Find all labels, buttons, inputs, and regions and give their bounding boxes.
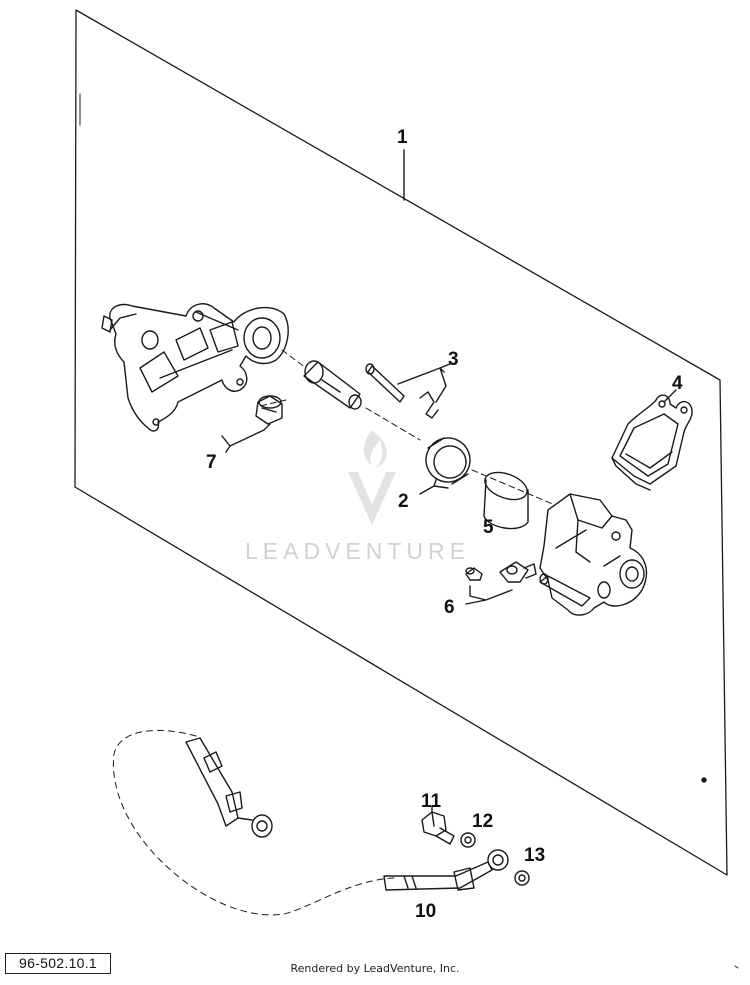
bushing-part-7 bbox=[255, 395, 283, 425]
bleeder-valve-part-6 bbox=[465, 561, 537, 583]
assembly-axis-lines bbox=[259, 349, 556, 506]
leader-7 bbox=[221, 423, 271, 453]
retaining-clip-part-3 bbox=[419, 391, 439, 419]
corner-mark bbox=[734, 965, 739, 969]
sealing-washer-part-12 bbox=[460, 832, 476, 848]
callout-7: 7 bbox=[206, 452, 217, 473]
assembly-frame bbox=[74, 9, 728, 876]
sealing-washer-13-inner bbox=[518, 874, 526, 882]
leader-6 bbox=[465, 585, 513, 605]
caliper-guide-pin bbox=[539, 573, 591, 607]
callout-3: 3 bbox=[448, 349, 459, 370]
render-credit: Rendered by LeadVenture, Inc. bbox=[290, 962, 460, 975]
callout-4: 4 bbox=[672, 373, 683, 394]
pad-pin-part-3 bbox=[365, 363, 405, 403]
caliper-bracket bbox=[101, 303, 289, 432]
callout-12: 12 bbox=[472, 811, 494, 832]
callout-6: 6 bbox=[444, 597, 455, 618]
callout-5: 5 bbox=[483, 517, 494, 538]
watermark-logo bbox=[348, 430, 396, 525]
callout-13: 13 bbox=[524, 845, 546, 866]
sealing-washer-inner bbox=[464, 836, 472, 844]
seal-ring-part-2 bbox=[425, 437, 471, 485]
frame-marker-dot bbox=[701, 777, 707, 783]
brake-pads-part-4 bbox=[611, 394, 693, 491]
diagram-code-label: 96-502.10.1 bbox=[5, 953, 111, 974]
callout-2: 2 bbox=[398, 491, 409, 512]
brake-hose-route bbox=[112, 729, 395, 916]
leader-4 bbox=[663, 389, 677, 403]
caliper-body bbox=[539, 493, 648, 616]
callout-1: 1 bbox=[397, 127, 408, 148]
banjo-bolt-part-11 bbox=[421, 811, 455, 845]
watermark-text: LEADVENTURE bbox=[245, 538, 470, 564]
callout-10: 10 bbox=[415, 901, 437, 922]
brake-hose-upper bbox=[185, 737, 273, 838]
sealing-washer-part-13 bbox=[514, 870, 530, 886]
callout-11: 11 bbox=[421, 791, 442, 812]
slide-pin bbox=[303, 360, 362, 410]
brake-hose-part-10 bbox=[383, 849, 509, 891]
piston-part-5 bbox=[483, 471, 529, 530]
leader-2 bbox=[419, 479, 449, 495]
leader-3-tail bbox=[439, 363, 451, 369]
